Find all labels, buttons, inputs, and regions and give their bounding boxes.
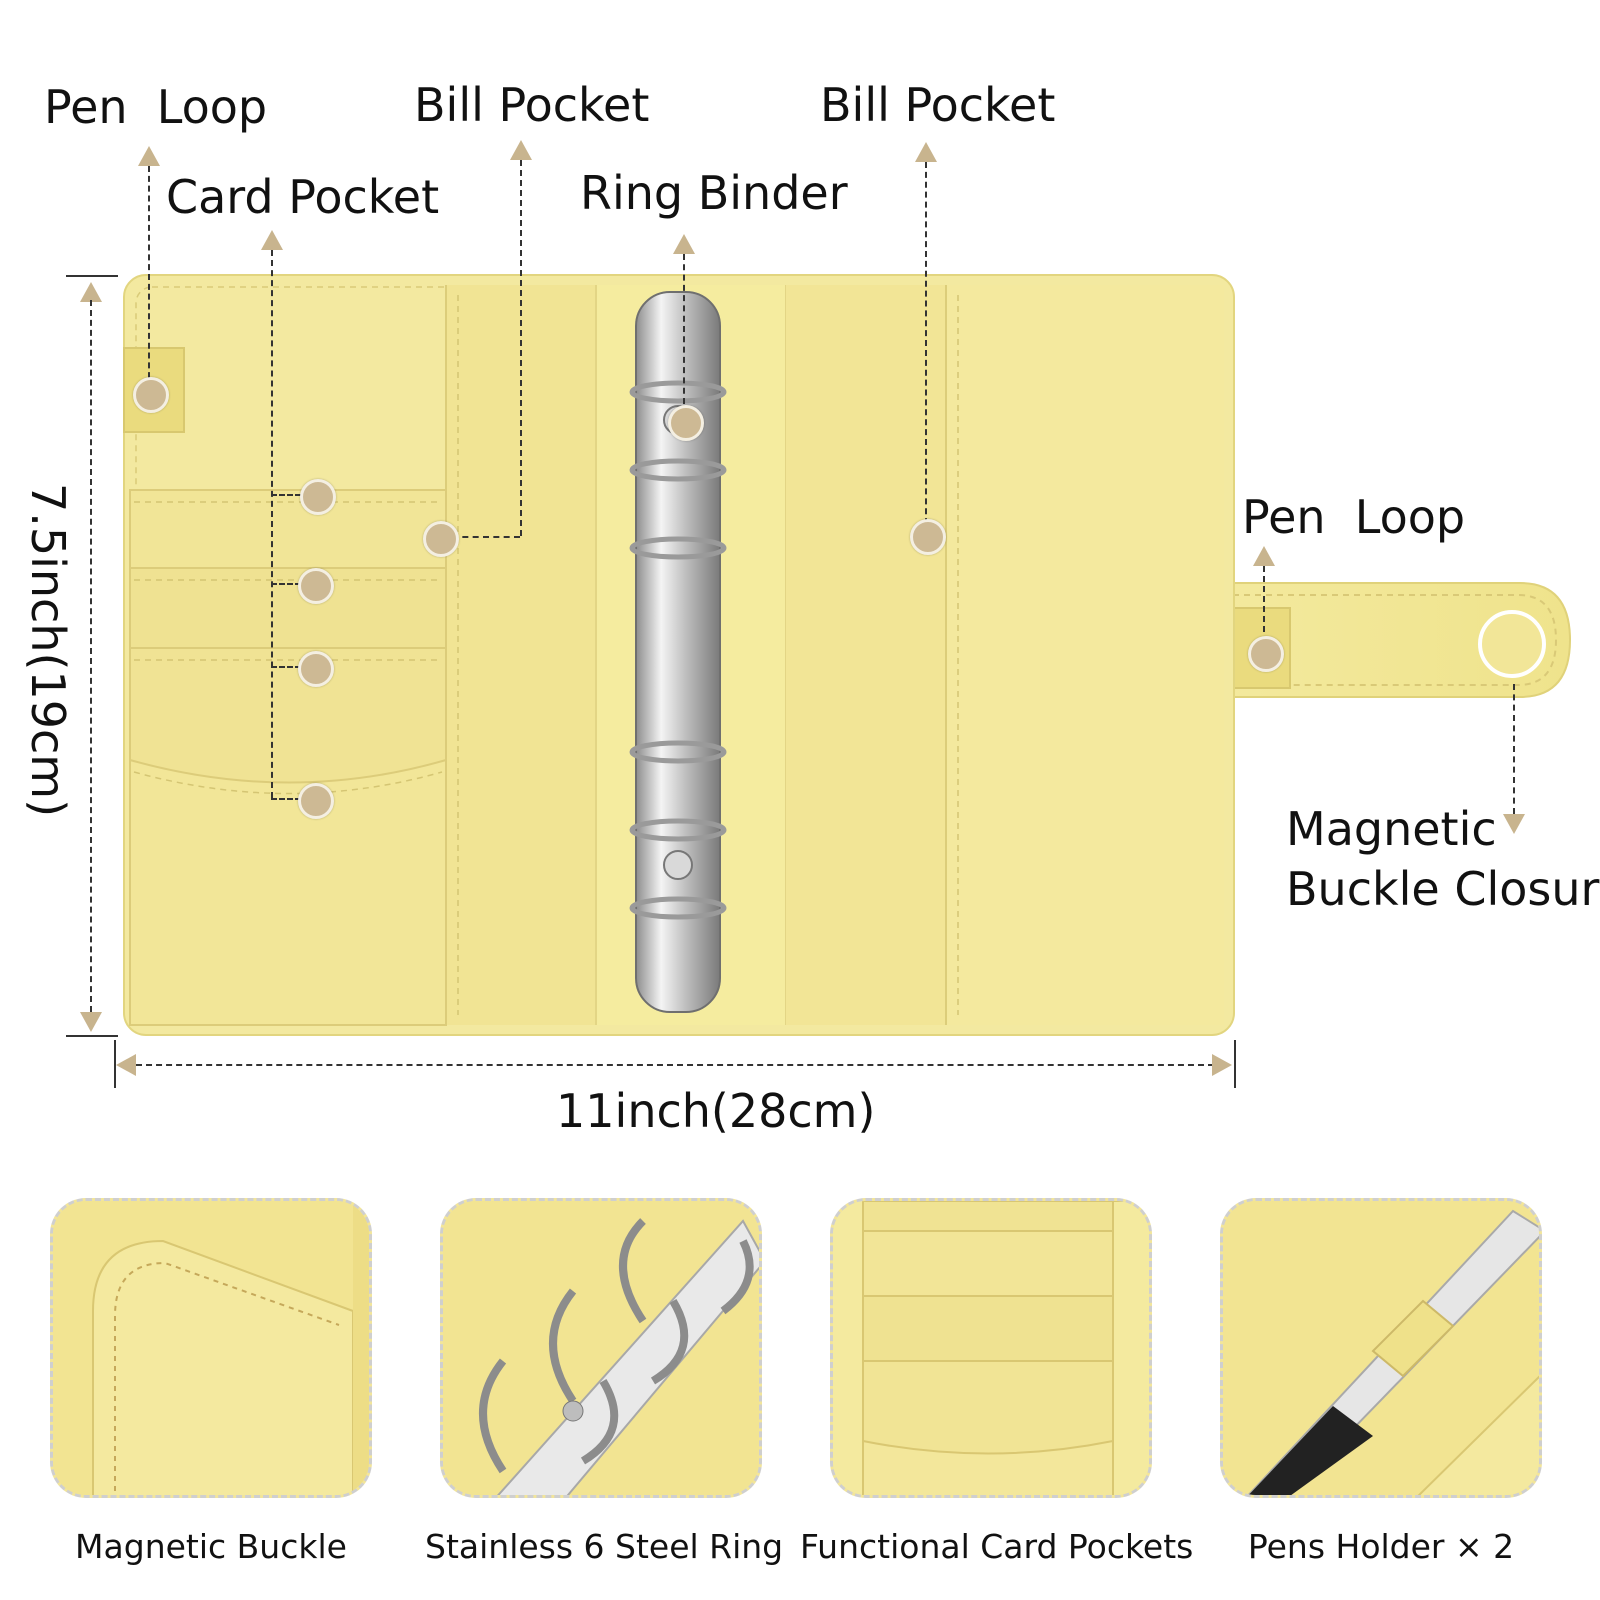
marker-pen-loop-right bbox=[1248, 636, 1284, 672]
card-pockets-image bbox=[833, 1201, 1149, 1495]
marker-pen-loop-left bbox=[133, 377, 169, 413]
dim-bottom-tick bbox=[66, 1035, 118, 1037]
callout-magnetic-line2: Buckle Closure bbox=[1286, 862, 1600, 916]
marker-bill-pocket-right bbox=[910, 519, 946, 555]
dim-left-tick bbox=[114, 1040, 116, 1088]
dim-height-arrow-up bbox=[80, 282, 102, 302]
feature-thumb-pens-holder bbox=[1220, 1198, 1542, 1498]
right-panel bbox=[786, 285, 946, 1025]
leader-card-4 bbox=[271, 798, 301, 800]
callout-bill-pocket-left: Bill Pocket bbox=[414, 78, 650, 132]
dim-height-label: 7.5inch(19cm) bbox=[21, 482, 75, 818]
leader-pen-loop-right bbox=[1263, 566, 1265, 632]
binder-illustration bbox=[123, 274, 1572, 1036]
marker-card-3 bbox=[298, 651, 334, 687]
feature-thumb-card-pockets bbox=[830, 1198, 1152, 1498]
leader-magnetic bbox=[1513, 684, 1515, 814]
caption-card-pockets: Functional Card Pockets bbox=[800, 1527, 1194, 1566]
leader-bill-pocket-left bbox=[520, 160, 522, 536]
dim-height-arrow-down bbox=[80, 1012, 102, 1032]
caption-magnetic-buckle: Magnetic Buckle bbox=[75, 1527, 347, 1566]
leader-pen-loop-left bbox=[148, 166, 150, 388]
caption-pens-holder: Pens Holder × 2 bbox=[1247, 1527, 1515, 1566]
marker-bill-pocket-left bbox=[423, 521, 459, 557]
callout-magnetic-line1: Magnetic bbox=[1286, 802, 1497, 856]
leader-card-1 bbox=[271, 494, 301, 496]
dim-height-line bbox=[90, 300, 92, 1012]
pens-holder-image bbox=[1223, 1201, 1539, 1495]
dim-width-line bbox=[136, 1064, 1214, 1066]
card-slot-4 bbox=[129, 758, 447, 1026]
caption-steel-ring: Stainless 6 Steel Ring bbox=[425, 1527, 784, 1566]
ring-mechanism bbox=[635, 291, 721, 1013]
arrow-card-pocket bbox=[261, 230, 283, 250]
callout-pen-loop-left: Pen Loop bbox=[44, 80, 268, 134]
arrow-pen-loop-right bbox=[1253, 546, 1275, 566]
callout-bill-pocket-right: Bill Pocket bbox=[820, 78, 1056, 132]
callout-card-pocket: Card Pocket bbox=[166, 170, 440, 224]
marker-card-1 bbox=[300, 479, 336, 515]
feature-thumb-steel-ring bbox=[440, 1198, 762, 1498]
leader-card-pocket bbox=[271, 250, 273, 798]
leader-card-3 bbox=[271, 666, 301, 668]
arrow-bill-pocket-right bbox=[915, 142, 937, 162]
leader-card-2 bbox=[271, 583, 301, 585]
marker-ring-binder bbox=[668, 405, 704, 441]
steel-ring-image bbox=[443, 1201, 759, 1495]
magnetic-snap bbox=[1478, 610, 1546, 678]
dim-width-arrow-right bbox=[1212, 1054, 1232, 1076]
leader-bill-pocket-right bbox=[925, 162, 927, 534]
callout-ring-binder: Ring Binder bbox=[580, 166, 848, 220]
marker-card-2 bbox=[298, 568, 334, 604]
right-bill-pocket bbox=[946, 285, 1224, 1025]
arrow-magnetic bbox=[1503, 814, 1525, 834]
feature-thumb-magnetic-buckle bbox=[50, 1198, 372, 1498]
leader-ring-binder bbox=[683, 254, 685, 404]
dim-top-tick bbox=[66, 275, 118, 277]
arrow-ring-binder bbox=[673, 234, 695, 254]
leader-bill-pocket-left-h bbox=[452, 536, 520, 538]
dim-width-arrow-left bbox=[116, 1054, 136, 1076]
dim-width-label: 11inch(28cm) bbox=[556, 1084, 876, 1138]
dim-right-tick bbox=[1234, 1040, 1236, 1088]
arrow-bill-pocket-left bbox=[510, 140, 532, 160]
callout-pen-loop-right: Pen Loop bbox=[1242, 490, 1466, 544]
marker-card-4 bbox=[298, 783, 334, 819]
magnetic-buckle-image bbox=[53, 1201, 369, 1495]
arrow-pen-loop-left bbox=[138, 146, 160, 166]
